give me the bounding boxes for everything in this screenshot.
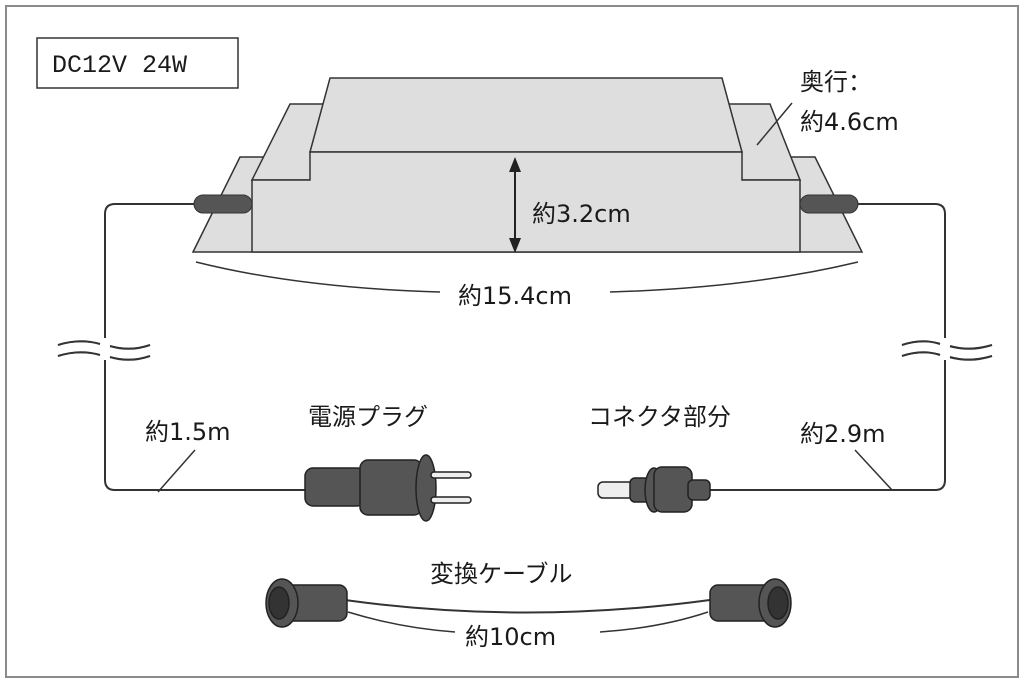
adapter-cable-wire <box>344 599 711 614</box>
right-cable-sleeve <box>799 194 859 214</box>
right-cable-length: 約2.9m <box>800 420 886 448</box>
break-gap-left <box>100 338 110 360</box>
adapter-cable-length: 約10cm <box>465 623 556 651</box>
power-plug-icon <box>304 454 472 522</box>
height-arrow <box>509 157 521 253</box>
adapter-body <box>191 77 864 253</box>
outer-frame <box>5 5 1019 678</box>
width-dimension-arc <box>195 261 859 293</box>
break-gap-right <box>940 338 950 360</box>
spec-label: DC12V 24W <box>52 51 187 80</box>
plug-label: 電源プラグ <box>308 403 428 431</box>
depth-leader <box>756 102 793 146</box>
adapter-length-arc <box>347 611 709 633</box>
cable-break-marks <box>57 340 993 361</box>
width-label: 約15.4cm <box>458 282 572 310</box>
adapter-cable-label: 変換ケーブル <box>430 560 573 588</box>
left-length-leader <box>157 449 196 493</box>
adapter-left-connector-icon <box>265 578 348 628</box>
left-cable-sleeve <box>193 194 253 214</box>
spec-label-box: DC12V 24W <box>36 37 239 89</box>
adapter-right-connector-icon <box>709 578 792 628</box>
height-label: 約3.2cm <box>532 200 631 228</box>
connector-icon <box>597 466 711 513</box>
right-length-leader <box>854 449 893 491</box>
depth-title: 奥行： <box>800 68 872 96</box>
depth-label: 約4.6cm <box>800 108 899 136</box>
left-cable-length: 約1.5m <box>145 418 231 446</box>
connector-label: コネクタ部分 <box>588 403 731 431</box>
